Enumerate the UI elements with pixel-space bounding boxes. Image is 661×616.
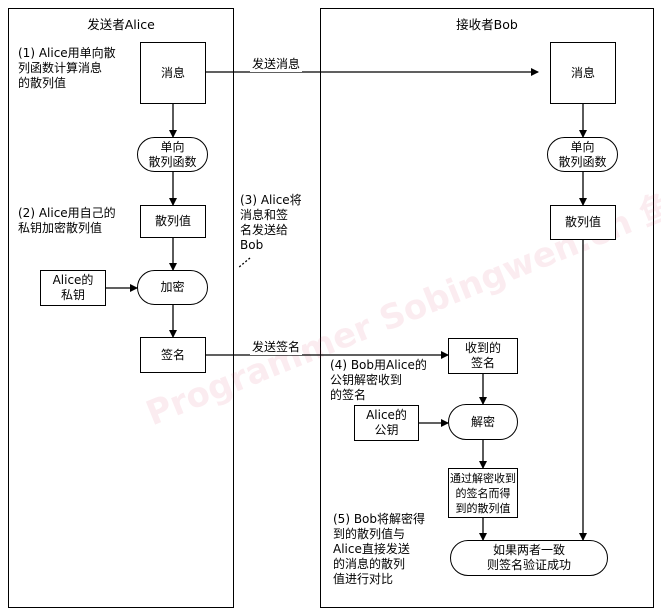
sender-private-key: Alice的 私钥 <box>40 270 106 306</box>
send-signature-label: 发送签名 <box>250 338 303 355</box>
decrypted-hash-value: 通过解密收到 的签名而得 到的散列值 <box>448 468 518 518</box>
step3-connector <box>237 257 251 269</box>
step-3-text: (3) Alice将 消息和签 名发送给 Bob <box>240 193 302 252</box>
sender-hash-value: 散列值 <box>140 205 206 238</box>
sender-message-box: 消息 <box>140 42 206 104</box>
receiver-panel: 接收者Bob <box>320 8 654 608</box>
receiver-decrypt: 解密 <box>448 404 518 440</box>
receiver-hash-value: 散列值 <box>550 205 616 240</box>
verification-result: 如果两者一致 则签名验证成功 <box>450 540 608 576</box>
step-4-text: (4) Bob用Alice的 公钥解密收到 的签名 <box>330 358 427 402</box>
sender-encrypt: 加密 <box>137 270 208 305</box>
send-message-label: 发送消息 <box>250 55 303 72</box>
sender-panel-title: 发送者Alice <box>87 17 155 32</box>
sender-hash-function: 单向 散列函数 <box>137 137 208 172</box>
receiver-public-key: Alice的 公钥 <box>354 405 419 441</box>
receiver-message-box: 消息 <box>550 42 616 104</box>
step-1-text: (1) Alice用单向散 列函数计算消息 的散列值 <box>18 46 116 90</box>
receiver-panel-title: 接收者Bob <box>456 17 518 32</box>
sender-panel: 发送者Alice <box>8 8 234 608</box>
step-5-text: (5) Bob将解密得 到的散列值与 Alice直接发送 的消息的散列 值进行对… <box>333 512 426 586</box>
step-2-text: (2) Alice用自己的 私钥加密散列值 <box>18 206 116 235</box>
sender-signature: 签名 <box>140 337 206 373</box>
received-signature: 收到的 签名 <box>448 338 518 374</box>
receiver-hash-function: 单向 散列函数 <box>547 137 618 172</box>
